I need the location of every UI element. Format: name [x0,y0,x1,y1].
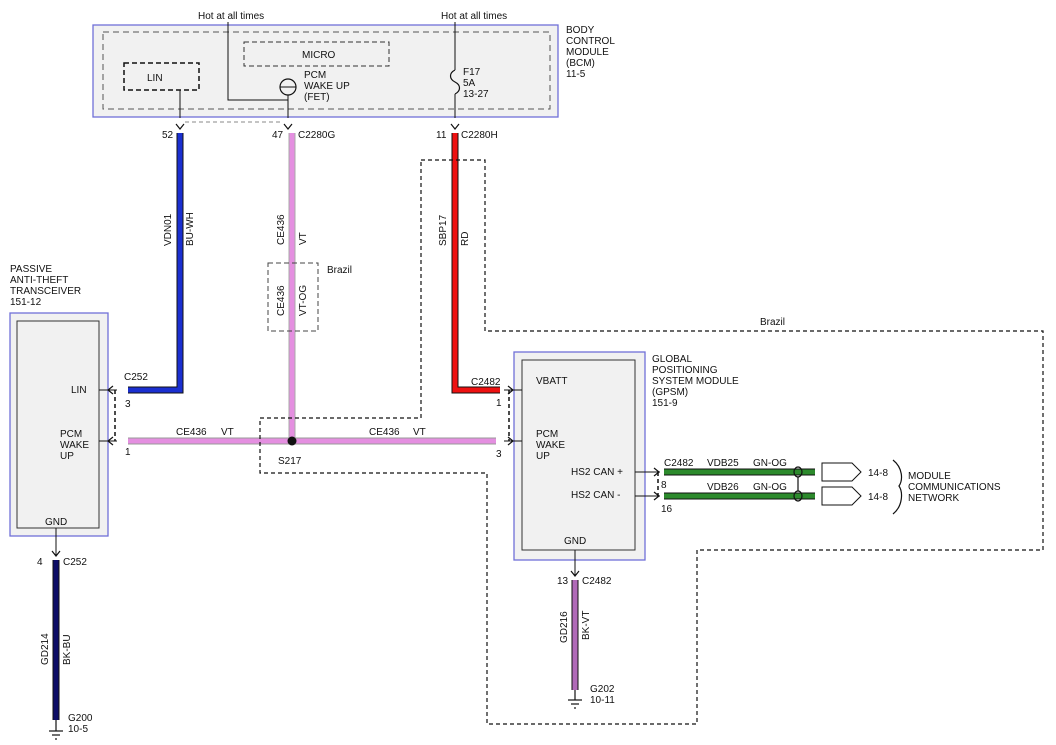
ground-g202-label: G202 10-11 [590,684,617,706]
bcm-inner-dashed [102,31,551,110]
bk-vt-label: BK-VT [581,611,592,640]
gpsm-hs2-can-minus-label: HS2 CAN - [571,490,620,501]
pats-pcm-wake-label: PCM WAKE UP [60,429,92,462]
connector-c252-top: C252 [124,372,148,383]
ground-g200-icon [49,720,63,740]
pats-name: PASSIVE ANTI-THEFT TRANSCEIVER 151-12 [10,264,84,308]
twisted-pair-icon [793,466,803,502]
bcm-module: BODY CONTROL MODULE (BCM) 11-5 MICRO LIN… [92,11,617,123]
connector-arrow-icon [283,123,293,130]
bracket-icon [892,459,903,515]
vt-og-label: VT-OG [298,285,309,316]
ref-14-8-a: 14-8 [868,468,888,479]
connector-c2482-top: C2482 [471,377,501,388]
connector-arrow-icon [51,550,61,557]
brazil-variant-box [267,262,319,332]
brazil-box-label: Brazil [327,265,352,276]
gd214-label: GD214 [40,633,51,665]
vt-vertical-label: VT [298,232,309,245]
pin-1-pats: 1 [125,447,131,458]
connector-arrow-icon [175,123,185,130]
gpsm-gnd-label: GND [564,536,586,547]
bcm-box [92,24,559,118]
gpsm-name: GLOBAL POSITIONING SYSTEM MODULE (GPSM) … [652,354,741,409]
gpsm-inner-box [521,359,636,551]
connector-c2482-can: C2482 [664,458,694,469]
pats-module: PASSIVE ANTI-THEFT TRANSCEIVER 151-12 LI… [9,264,148,557]
brazil-route [259,159,1044,725]
pin-1-gpsm: 1 [496,398,502,409]
connector-c2280h: C2280H [461,130,498,141]
pin-16: 16 [661,504,673,515]
rd-label: RD [460,232,471,246]
ce436-h1-label: CE436 [176,427,207,438]
splice-s217-icon [287,436,297,446]
ref-14-8-b: 14-8 [868,492,888,503]
pin-13: 13 [557,576,569,587]
pin-4: 4 [37,557,43,568]
pin-11: 11 [436,130,447,141]
bcm-lin-label: LIN [147,73,163,84]
vdn01-label: VDN01 [163,213,174,246]
sbp17-label: SBP17 [438,214,449,246]
pin-3-pats: 3 [125,399,131,410]
gpsm-vbatt-label: VBATT [536,376,567,387]
connector-arrow-icon [107,436,114,446]
connector-arrow-icon [653,467,660,477]
ref-arrow-vdb25-icon [821,462,862,482]
pats-gnd-label: GND [45,517,67,528]
bk-bu-label: BK-BU [62,634,73,665]
bcm-name: BODY CONTROL MODULE (BCM) 11-5 [566,25,617,80]
wire-vdn01 [128,133,184,394]
splice-s217-label: S217 [278,456,302,467]
connector-arrow-icon [107,385,114,395]
gn-og-2-label: GN-OG [753,482,787,493]
pcm-wake-fet-label: PCM WAKE UP (FET) [304,70,352,103]
fuse-icon [449,69,461,95]
wire-sbp17 [451,133,500,394]
connector-arrow-icon [450,123,460,130]
gpsm-pcm-wake-label: PCM WAKE UP [536,429,568,462]
bcm-connectors: 52 47 C2280G 11 C2280H [162,123,498,141]
fuse-label: F17 5A 13-27 [463,67,489,100]
pats-inner-box [16,320,100,529]
module-communications-network-label: MODULE COMMUNICATIONS NETWORK [908,471,1003,504]
ce436-vertical-label: CE436 [276,214,287,245]
connector-arrow-icon [507,436,514,446]
gd216-label: GD216 [559,611,570,643]
vdb26-label: VDB26 [707,482,739,493]
pats-lin-label: LIN [71,385,87,396]
ref-arrow-vdb26-icon [821,486,862,506]
connector-c2482-bottom: C2482 [582,576,612,587]
connector-arrow-icon [570,570,580,577]
vt-h2-label: VT [413,427,426,438]
pin-8: 8 [661,480,667,491]
pin-52: 52 [162,130,174,141]
gpsm-hs2-can-plus-label: HS2 CAN + [571,467,623,478]
gn-og-1-label: GN-OG [753,458,787,469]
bu-wh-label: BU-WH [185,212,196,246]
pin-47: 47 [272,130,284,141]
brazil-route-label: Brazil [760,317,785,328]
connector-arrow-icon [653,491,660,501]
ground-g200-label: G200 10-5 [68,713,95,735]
micro-label: MICRO [302,50,336,61]
connector-c2280g: C2280G [298,130,335,141]
hot-at-all-times-1: Hot at all times [198,11,264,22]
hot-at-all-times-2: Hot at all times [441,11,507,22]
connector-c252-bottom: C252 [63,557,87,568]
gpsm-module: GLOBAL POSITIONING SYSTEM MODULE (GPSM) … [471,351,741,577]
pin-3-gpsm: 3 [496,449,502,460]
micro-box [243,41,390,67]
vt-h1-label: VT [221,427,234,438]
bcm-lin-box [123,62,200,91]
ce436-h2-label: CE436 [369,427,400,438]
ce436-brazil-label: CE436 [276,285,287,316]
vdb25-label: VDB25 [707,458,739,469]
ground-g202-icon [568,690,582,709]
